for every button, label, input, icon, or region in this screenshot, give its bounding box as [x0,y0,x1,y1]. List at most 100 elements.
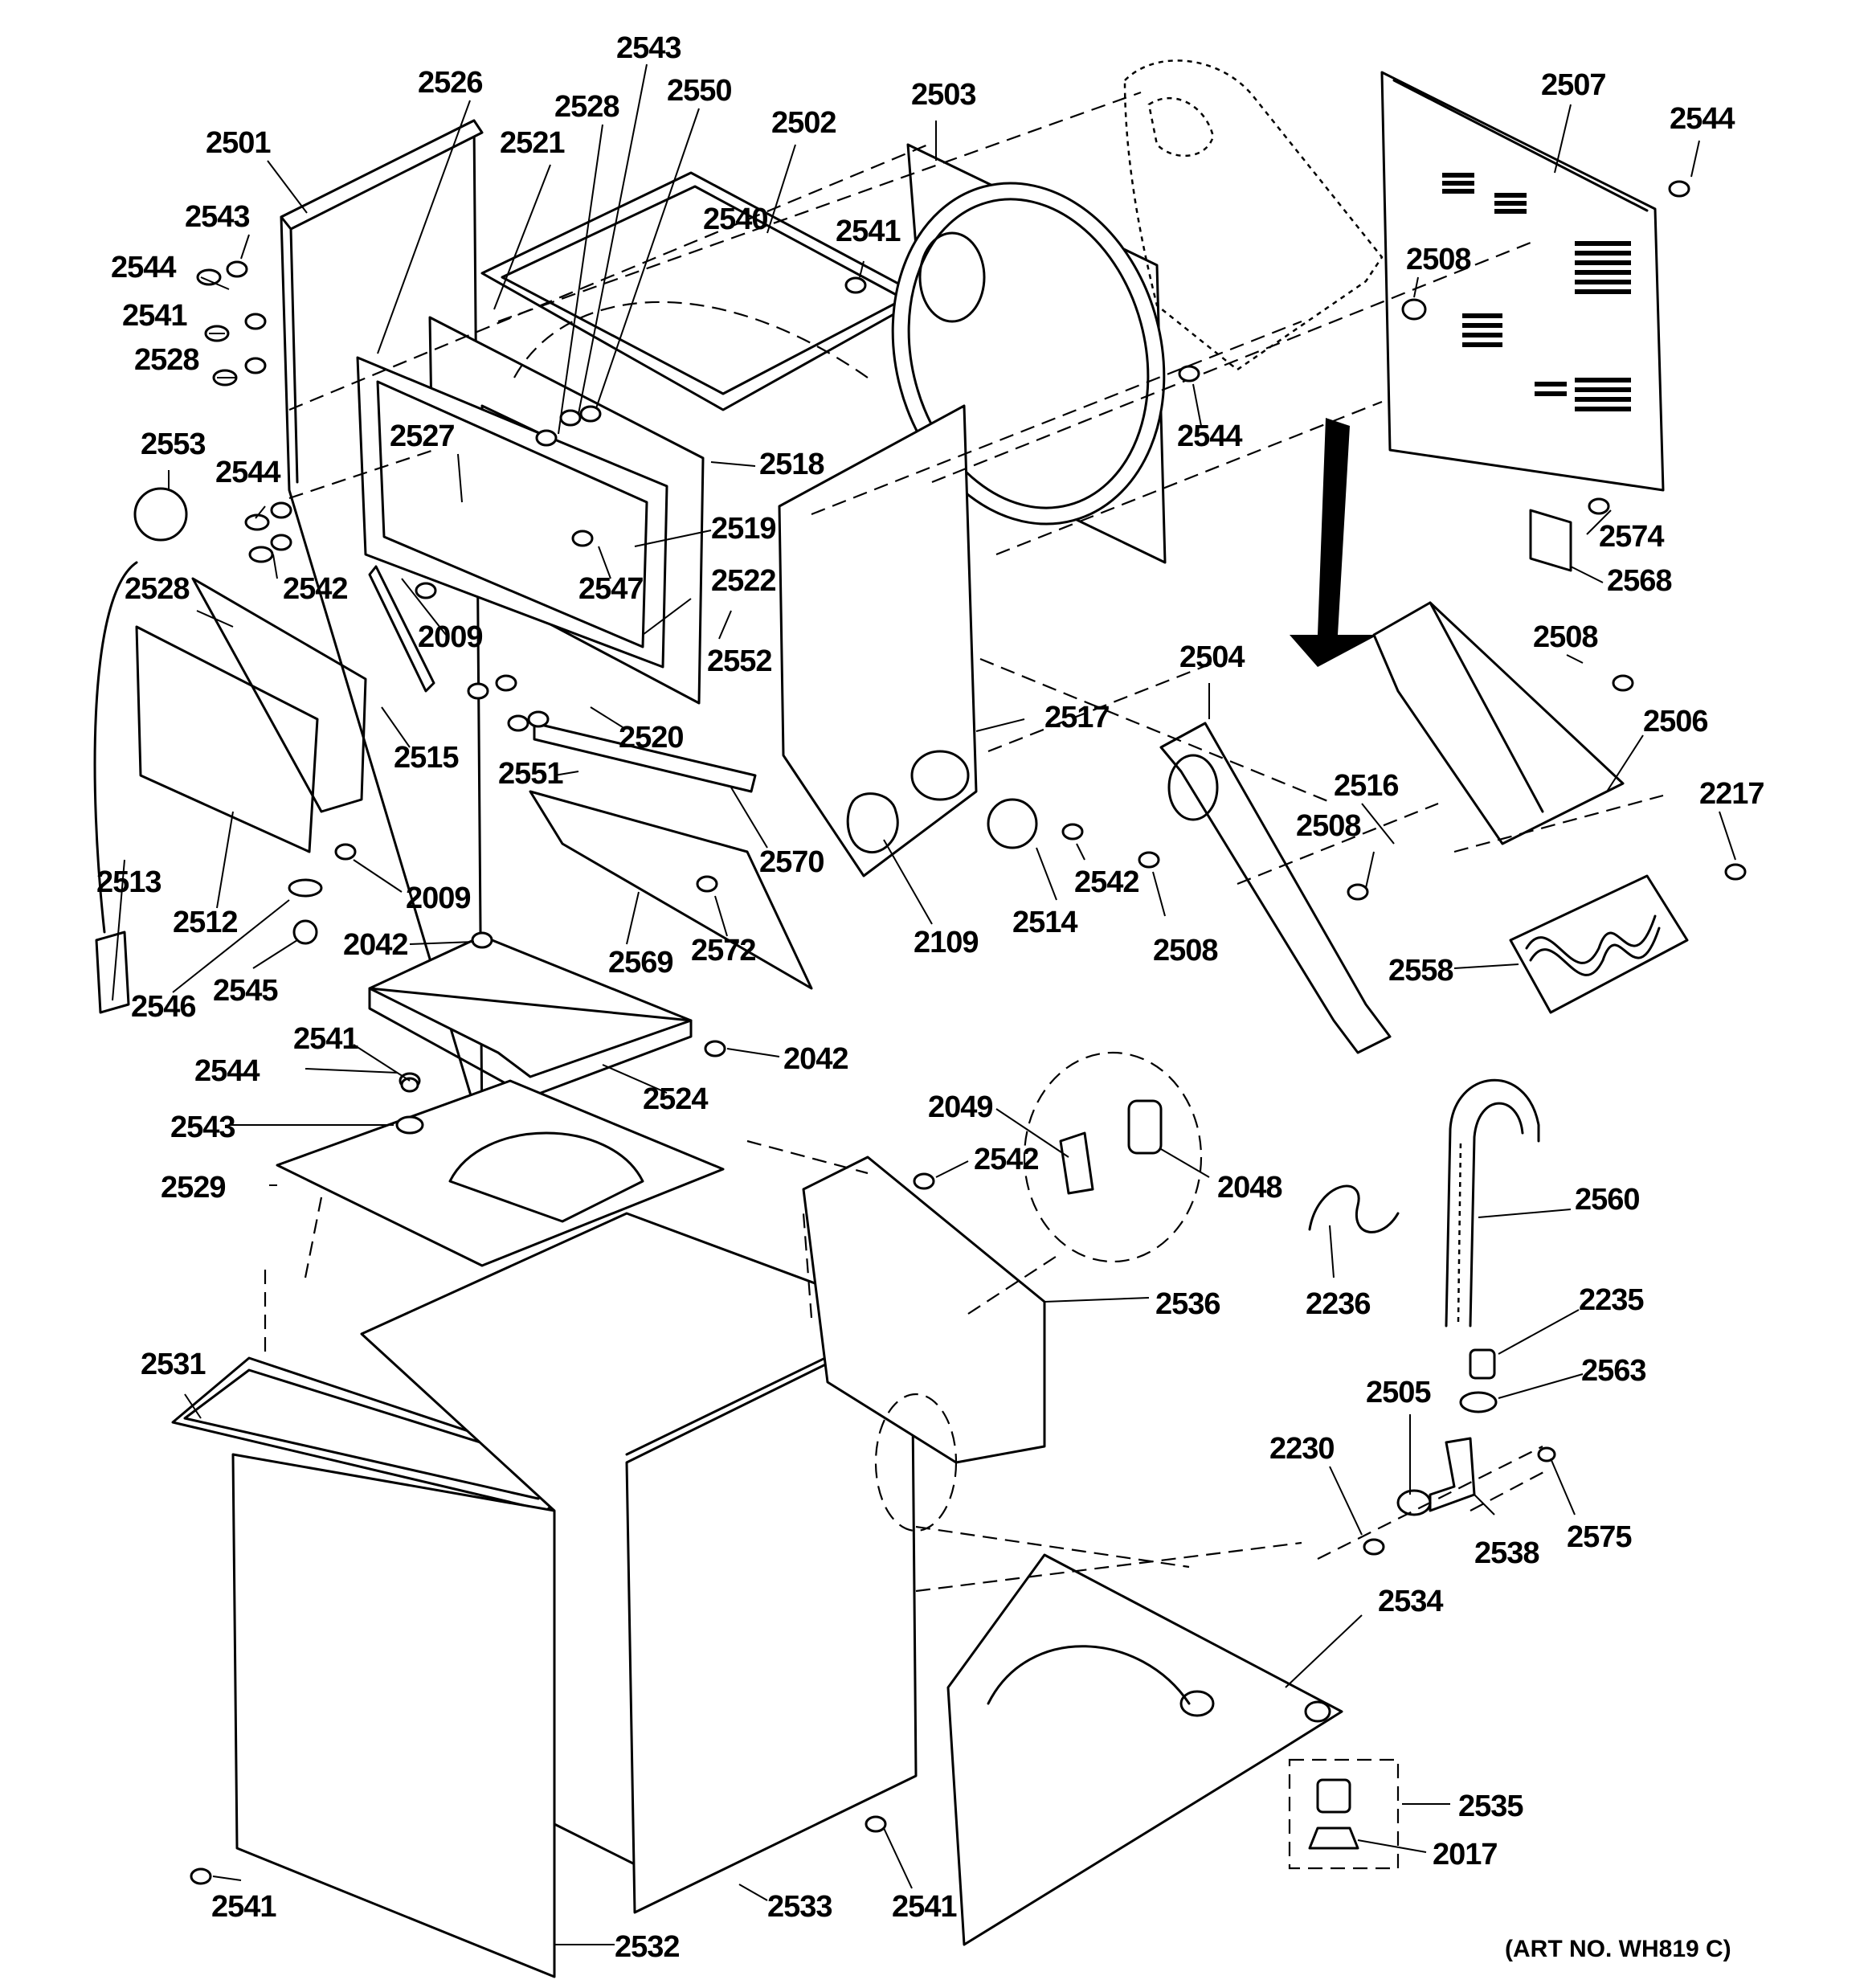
art-number: (ART NO. WH819 C) [1505,1936,1731,1962]
rear-panel-2507 [1380,71,1665,572]
label-p2544a: 2544 [1670,102,1735,136]
label-p2558: 2558 [1388,954,1453,988]
cabinet-2532 [231,1453,556,1978]
label-p2505: 2505 [1366,1376,1431,1409]
label-p2569: 2569 [608,946,673,980]
label-p2526: 2526 [418,66,483,100]
label-p2544e: 2544 [194,1054,260,1088]
screws [190,180,1747,1885]
hose-2560 [1445,1078,1540,1327]
label-p2109: 2109 [914,926,979,959]
label-p2532: 2532 [615,1930,680,1964]
label-p2528c: 2528 [125,572,190,606]
label-p2502: 2502 [771,106,836,140]
part-labels: 2501 2526 2543 2528 2550 2502 2503 2507 … [96,31,1765,1964]
label-p2230: 2230 [1269,1432,1335,1466]
label-p2017: 2017 [1433,1838,1498,1871]
label-p2236: 2236 [1306,1287,1371,1321]
label-p2009a: 2009 [418,620,483,654]
label-p2513: 2513 [96,865,161,899]
label-p2568: 2568 [1607,564,1672,598]
drum-tray-2524 [368,935,693,1098]
label-p2528a: 2528 [554,90,619,124]
label-p2570: 2570 [759,845,824,879]
label-p2550: 2550 [667,74,732,108]
exhaust-duct-2504 [1159,722,1392,1054]
label-p2541c: 2541 [293,1022,358,1056]
leveling-leg-2535 [1288,1758,1400,1870]
hose-fittings [1396,1348,1498,1516]
label-p2572: 2572 [691,934,756,967]
label-p2528b: 2528 [134,343,199,377]
label-p2574: 2574 [1599,520,1664,554]
label-p2512: 2512 [173,906,238,939]
label-p2563: 2563 [1581,1354,1646,1388]
label-p2508a: 2508 [1406,243,1471,276]
door-frame-2526 [356,356,668,693]
clip-2236 [1308,1184,1400,1233]
label-p2575: 2575 [1567,1520,1632,1554]
label-p2518: 2518 [759,448,824,481]
label-p2049: 2049 [928,1090,993,1124]
heater-plate-2558 [1509,874,1689,1014]
label-p2516: 2516 [1334,769,1399,803]
label-p2517: 2517 [1044,701,1110,734]
label-p2541d: 2541 [211,1890,276,1924]
label-p2524: 2524 [643,1082,708,1116]
label-p2547: 2547 [578,572,644,606]
label-p2544d: 2544 [215,456,280,489]
label-p2522: 2522 [711,564,776,598]
label-p2552: 2552 [707,644,772,678]
label-p2538: 2538 [1474,1536,1539,1570]
label-p2533: 2533 [767,1890,832,1924]
side-panel-2517 [778,404,978,877]
label-p2560: 2560 [1575,1183,1640,1217]
label-p2042b: 2042 [783,1042,848,1076]
capacitor-2048 [1059,1099,1163,1195]
door-2512 [93,487,367,1014]
assembly-lines [264,91,1664,1593]
detail-circles [874,1051,1203,1532]
label-p2506: 2506 [1643,705,1708,738]
label-p2504: 2504 [1179,640,1245,674]
base-2534 [946,1553,1343,1946]
label-p2521: 2521 [500,126,565,160]
label-p2520: 2520 [619,721,684,755]
label-p2546: 2546 [131,990,196,1024]
heater-housing-2506 [1372,601,1625,845]
assembly-arrow [1290,418,1378,667]
label-p2235: 2235 [1579,1283,1644,1317]
label-p2515: 2515 [394,741,459,775]
label-p2503: 2503 [911,78,976,112]
label-p2042a: 2042 [343,928,408,962]
label-p2536: 2536 [1155,1287,1220,1321]
leader-lines [112,63,1736,1945]
cabinet-2533 [360,1212,918,1914]
label-p2529: 2529 [161,1171,226,1205]
top-plate-2529 [276,1079,725,1267]
kick-plate-2569 [529,722,813,990]
label-p2531: 2531 [141,1348,206,1381]
label-p2545: 2545 [213,974,278,1008]
label-p2009b: 2009 [406,882,471,915]
label-p2540: 2540 [703,202,768,236]
label-p2048: 2048 [1217,1171,1282,1205]
label-p2541e: 2541 [892,1890,957,1924]
label-p2544c: 2544 [1177,419,1242,453]
label-p2542c: 2542 [974,1143,1039,1176]
label-p2508c: 2508 [1296,809,1361,843]
label-p2543b: 2543 [185,200,250,234]
label-p2543a: 2543 [616,31,681,65]
label-p2542a: 2542 [283,572,348,606]
label-p2551: 2551 [498,757,563,791]
label-p2541b: 2541 [122,299,187,333]
label-p2543c: 2543 [170,1111,235,1144]
label-p2501: 2501 [206,126,271,160]
label-p2519: 2519 [711,512,776,546]
label-p2507: 2507 [1541,68,1606,102]
label-p2217: 2217 [1699,777,1764,811]
label-p2508d: 2508 [1153,934,1218,967]
label-p2544b: 2544 [111,251,176,284]
